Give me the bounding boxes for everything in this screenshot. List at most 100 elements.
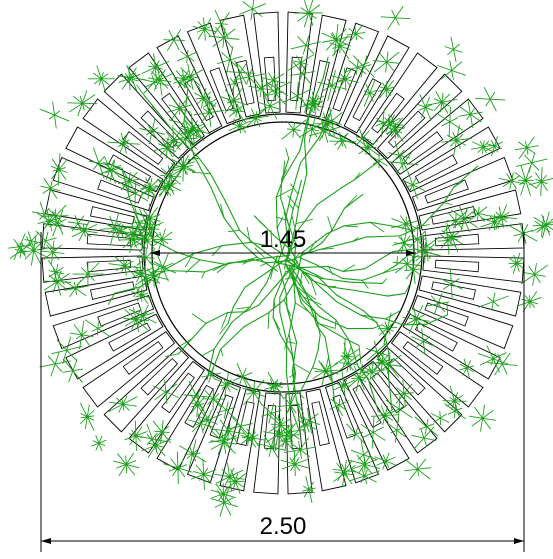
green-branch-stroke: [407, 254, 423, 258]
green-branch-stroke: [285, 371, 291, 407]
green-branch-stroke: [293, 363, 310, 373]
green-branch-stroke: [242, 1, 263, 17]
green-branch-stroke: [146, 432, 158, 446]
fin-segment: [65, 126, 164, 193]
green-branch-stroke: [531, 221, 553, 232]
green-branch-stroke: [153, 261, 168, 269]
green-branch-stroke: [401, 230, 408, 254]
green-branch-stroke: [217, 489, 232, 516]
green-branch-stroke: [317, 334, 321, 352]
green-branch-stroke: [514, 145, 539, 151]
green-branch-stroke: [108, 396, 138, 412]
fin-slot: [97, 302, 142, 327]
green-branch-stroke: [193, 109, 225, 116]
green-branch-stroke: [148, 214, 154, 242]
green-branch-stroke: [336, 301, 362, 316]
green-branch-stroke: [299, 365, 314, 394]
green-branch-stroke: [321, 32, 351, 47]
green-branch-stroke: [387, 292, 406, 297]
fin-slot: [402, 341, 444, 375]
green-branch-stroke: [151, 75, 157, 90]
green-branch-stroke: [333, 465, 356, 482]
green-branch-stroke: [433, 413, 447, 423]
green-branch-stroke: [405, 257, 409, 271]
green-branch-stroke: [270, 267, 274, 280]
green-branch-stroke: [212, 263, 226, 272]
green-branch-stroke: [296, 400, 307, 434]
green-branch-stroke: [371, 416, 375, 449]
green-branch-stroke: [286, 208, 294, 241]
fin-segment: [305, 388, 347, 492]
green-branch-stroke: [382, 267, 402, 274]
green-branch-stroke: [308, 241, 323, 253]
green-branch-stroke: [185, 120, 194, 144]
green-branch-stroke: [280, 178, 283, 199]
green-branch-stroke: [267, 371, 285, 400]
green-branch-stroke: [361, 467, 368, 485]
green-branch-stroke: [435, 91, 449, 114]
green-branch-stroke: [73, 281, 78, 296]
green-branch-stroke: [136, 264, 147, 283]
green-branch-stroke: [191, 322, 207, 340]
green-branch-stroke: [441, 137, 472, 143]
green-branch-stroke: [311, 367, 339, 375]
green-branch-stroke: [188, 381, 204, 411]
green-branching-overlay: [8, 0, 553, 517]
fin-slot: [352, 384, 382, 428]
green-branch-stroke: [290, 162, 302, 197]
green-branch-stroke: [194, 157, 212, 188]
green-branch-stroke: [227, 422, 231, 440]
fin-segment: [52, 156, 155, 212]
green-branch-stroke: [220, 348, 224, 357]
green-branch-stroke: [382, 454, 390, 468]
fin-segment: [82, 98, 176, 175]
green-branch-stroke: [310, 279, 317, 296]
fin-segment: [65, 313, 164, 380]
fin-slot: [97, 179, 142, 204]
green-branch-stroke: [232, 417, 250, 436]
green-branch-stroke: [395, 152, 412, 175]
green-branch-stroke: [392, 248, 416, 253]
green-branch-stroke: [136, 84, 146, 97]
green-branch-stroke: [382, 278, 388, 284]
green-branch-stroke: [377, 410, 394, 421]
green-branch-stroke: [485, 215, 518, 220]
green-branch-stroke: [157, 111, 175, 134]
green-branch-stroke: [121, 167, 131, 201]
green-branch-stroke: [276, 216, 284, 229]
green-branch-stroke: [210, 186, 225, 219]
green-branch-stroke: [39, 108, 70, 122]
fin-slot: [90, 206, 135, 225]
green-branch-stroke: [138, 249, 154, 267]
green-branch-stroke: [426, 314, 449, 325]
green-branch-stroke: [133, 286, 141, 298]
fin-segment: [82, 331, 176, 408]
outer-diameter-label: 2.50: [260, 513, 307, 540]
green-branch-stroke: [513, 230, 533, 237]
green-branch-stroke: [448, 213, 463, 230]
green-branch-stroke: [404, 283, 411, 294]
green-branch-stroke: [536, 174, 547, 189]
green-branch-stroke: [277, 403, 304, 408]
green-branch-stroke: [305, 273, 323, 290]
green-branch-stroke: [419, 246, 431, 259]
green-branch-stroke: [258, 278, 283, 306]
green-branch-stroke: [342, 264, 355, 272]
green-branch-stroke: [321, 288, 338, 303]
green-branch-stroke: [149, 261, 177, 274]
fin-slot: [122, 341, 164, 375]
green-branch-stroke: [195, 124, 199, 139]
fin-slot: [402, 131, 444, 165]
green-branch-stroke: [318, 323, 346, 340]
green-branch-stroke: [466, 108, 475, 120]
green-branch-stroke: [286, 308, 298, 343]
green-branch-stroke: [42, 215, 69, 217]
fin-slot: [209, 67, 234, 112]
green-branch-stroke: [210, 173, 227, 204]
green-branch-stroke: [191, 313, 207, 324]
fin-slot: [263, 56, 277, 102]
green-branch-stroke: [336, 294, 365, 312]
green-branch-stroke: [475, 97, 506, 101]
green-branch-stroke: [164, 379, 168, 404]
green-branch-stroke: [506, 173, 517, 189]
